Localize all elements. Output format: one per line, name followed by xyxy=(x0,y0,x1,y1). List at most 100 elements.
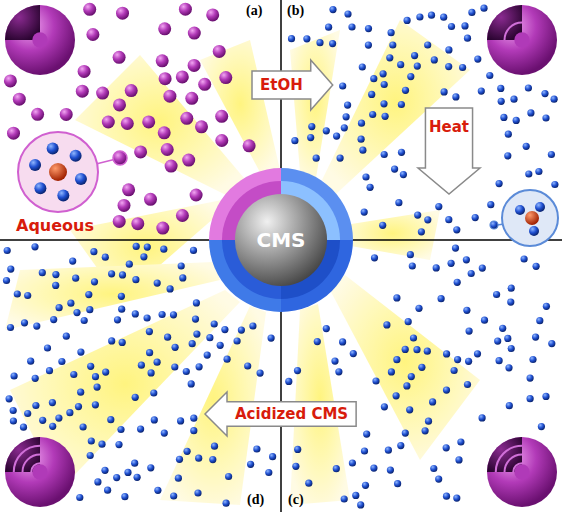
particle xyxy=(77,389,84,396)
particle xyxy=(361,447,368,454)
particle xyxy=(339,82,346,89)
particle xyxy=(121,117,134,130)
particle xyxy=(379,222,386,229)
particle xyxy=(188,27,201,40)
particle xyxy=(102,116,115,129)
particle xyxy=(21,319,28,326)
particle xyxy=(167,285,174,292)
particle xyxy=(441,88,448,95)
particle xyxy=(217,342,224,349)
particle xyxy=(474,350,481,357)
particle xyxy=(244,362,251,369)
arrow-label: EtOH xyxy=(260,76,303,94)
particle xyxy=(496,180,503,187)
particle xyxy=(385,447,392,454)
particle xyxy=(409,262,416,269)
particle xyxy=(3,277,10,284)
particle xyxy=(510,96,517,103)
particle xyxy=(108,270,115,277)
particle xyxy=(459,64,466,71)
particle xyxy=(154,487,161,494)
sphere-icon xyxy=(5,5,75,75)
particle xyxy=(132,276,139,283)
particle xyxy=(192,316,199,323)
particle xyxy=(455,456,462,463)
particle xyxy=(75,403,82,410)
particle xyxy=(160,246,167,253)
particle xyxy=(10,417,17,424)
particle xyxy=(383,321,390,328)
particle xyxy=(124,469,131,476)
particle xyxy=(63,333,70,340)
particle xyxy=(504,152,511,159)
particle xyxy=(69,258,76,265)
particle xyxy=(402,87,409,94)
hydration-inset xyxy=(18,132,98,212)
particle xyxy=(156,222,169,235)
particle xyxy=(325,24,332,31)
particle xyxy=(350,350,357,357)
particle xyxy=(195,120,208,133)
particle xyxy=(395,199,402,206)
particle xyxy=(408,373,415,380)
particle xyxy=(333,133,340,140)
particle xyxy=(195,455,202,462)
particle xyxy=(387,467,394,474)
particle xyxy=(292,463,299,470)
particle xyxy=(313,155,320,162)
particle xyxy=(407,73,414,80)
particle xyxy=(104,487,111,494)
particle xyxy=(435,203,442,210)
particle xyxy=(508,345,515,352)
panel-label: (c) xyxy=(288,492,304,508)
particle xyxy=(307,134,314,141)
particle xyxy=(370,75,377,82)
particle xyxy=(88,437,95,444)
particle xyxy=(154,359,161,366)
particle xyxy=(161,430,168,437)
light-ray xyxy=(330,275,480,460)
particle xyxy=(291,137,298,144)
particle xyxy=(182,154,195,167)
particle xyxy=(121,493,128,500)
particle xyxy=(404,17,411,24)
particle xyxy=(288,35,295,42)
particle xyxy=(381,151,388,158)
particle xyxy=(367,184,374,191)
particle xyxy=(505,364,512,371)
particle xyxy=(369,111,376,118)
particle xyxy=(24,410,31,417)
particle xyxy=(418,364,425,371)
particle xyxy=(131,217,144,230)
particle xyxy=(323,127,330,134)
condition-label: Aqueous xyxy=(16,216,94,235)
particle xyxy=(20,424,27,431)
particle xyxy=(177,417,184,424)
particle xyxy=(413,346,420,353)
particle xyxy=(443,444,450,451)
particle xyxy=(415,305,422,312)
particle xyxy=(506,402,513,409)
particle xyxy=(78,65,91,78)
particle xyxy=(331,358,338,365)
particle xyxy=(206,8,219,21)
particle xyxy=(253,445,260,452)
particle xyxy=(453,226,460,233)
particle xyxy=(31,243,38,250)
particle xyxy=(371,254,378,261)
particle xyxy=(478,88,485,95)
particle xyxy=(428,12,435,19)
particle xyxy=(198,78,211,91)
particle xyxy=(536,317,543,324)
light-ray xyxy=(5,262,220,330)
particle xyxy=(339,338,346,345)
particle xyxy=(440,14,447,21)
particle xyxy=(337,155,344,162)
particle xyxy=(468,270,475,277)
particle xyxy=(343,113,350,120)
particle xyxy=(398,149,405,156)
particle xyxy=(529,356,536,363)
particle xyxy=(188,380,195,387)
particle xyxy=(497,85,504,92)
particle xyxy=(314,338,321,345)
